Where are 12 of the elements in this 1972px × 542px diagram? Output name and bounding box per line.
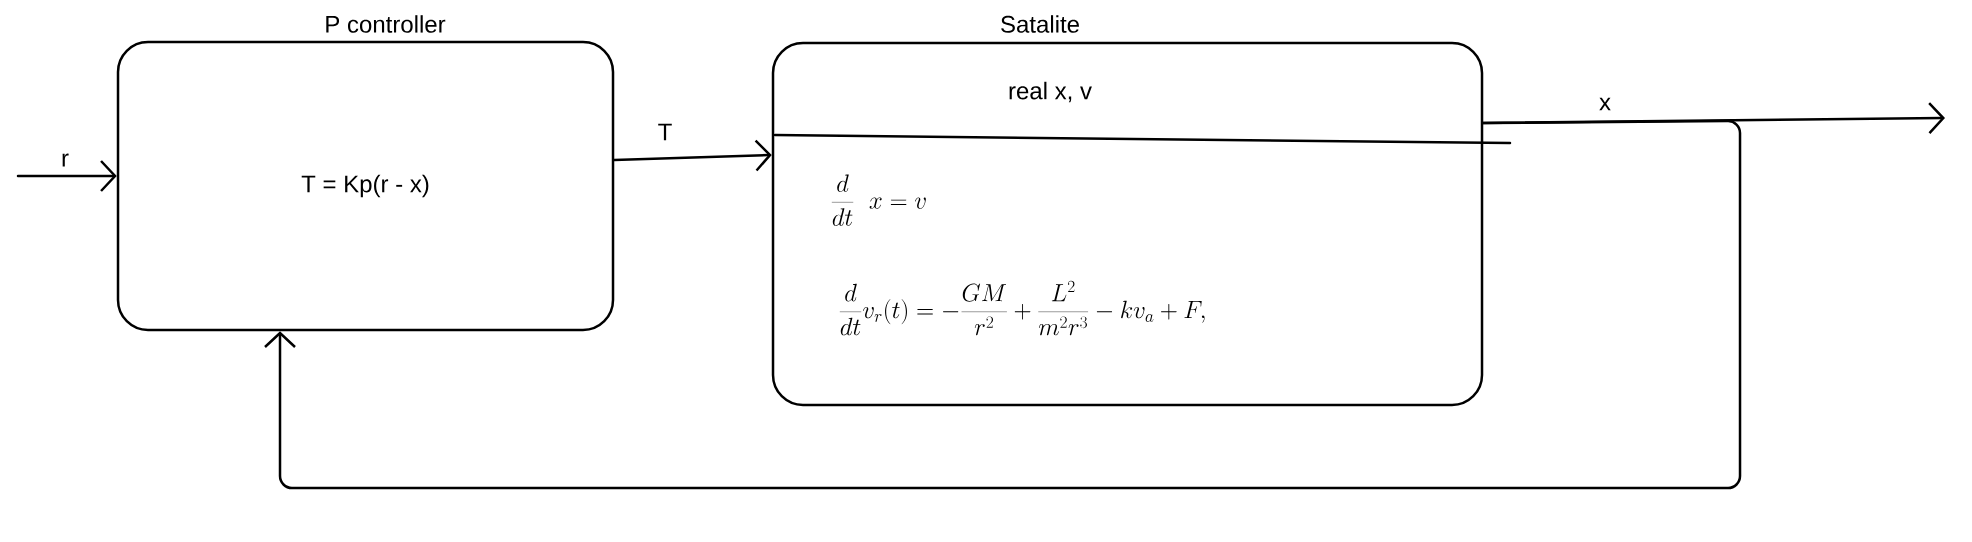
equation: $\frac{d}{dt}v_r(t) = -\frac{GM}{r^2} + \frac{L^2}{m^2r^3} - kv_a + F,$ [839,280,1205,336]
process-box: T = Kp(r - x) [116,40,615,332]
arrow [16,160,117,192]
box-title: Satalite [1001,15,1079,33]
edge-label: r [59,151,71,169]
box-title: P controller [326,15,446,33]
section-label: real x, v [1009,81,1092,103]
arrow [264,119,1742,490]
arrow [613,139,772,172]
edge-label: x [1597,95,1613,113]
equation: $\frac{d}{dt}\ \ x = v$ [831,174,926,226]
edge-label: T [655,121,675,143]
